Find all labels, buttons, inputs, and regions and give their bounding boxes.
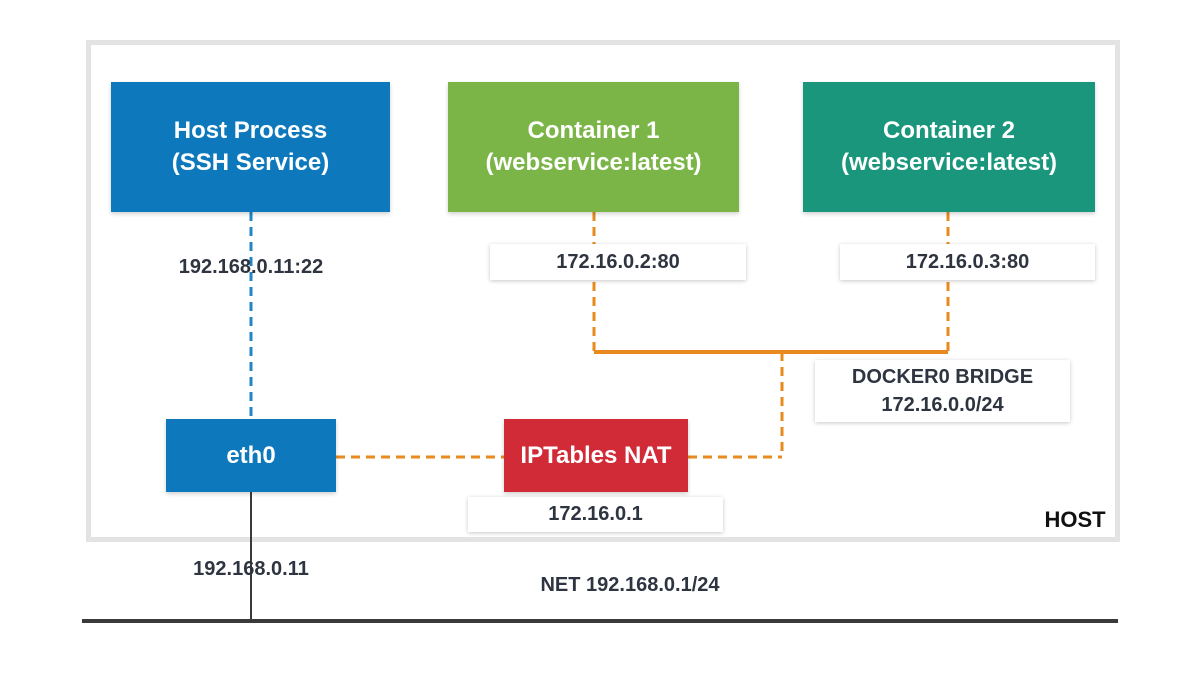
- docker0-bridge-subnet: 172.16.0.0/24: [881, 394, 1004, 416]
- container1-title: Container 1: [527, 117, 660, 144]
- container1-address: 172.16.0.2:80: [556, 250, 680, 273]
- container2-box: Container 2 (webservice:latest): [803, 82, 1095, 212]
- host-process-box: Host Process (SSH Service): [111, 82, 390, 212]
- container1-box: Container 1 (webservice:latest): [448, 82, 739, 212]
- container2-address: 172.16.0.3:80: [905, 250, 1030, 273]
- container1-subtitle: (webservice:latest): [485, 149, 702, 176]
- container2-address-chip: 172.16.0.3:80: [840, 244, 1095, 280]
- net-label: NET 192.168.0.1/24: [540, 574, 720, 596]
- host-process-title: Host Process: [173, 117, 328, 144]
- iptables-nat-box: IPTables NAT: [504, 419, 688, 492]
- eth0-address: 192.168.0.11: [193, 558, 309, 580]
- host-process-subtitle: (SSH Service): [171, 149, 330, 176]
- host-label: HOST: [1044, 507, 1106, 532]
- eth0-label: eth0: [226, 441, 276, 469]
- iptables-address-chip: 172.16.0.1: [468, 497, 723, 532]
- host-process-address: 192.168.0.11:22: [178, 256, 324, 278]
- iptables-address: 172.16.0.1: [548, 503, 643, 525]
- container2-title: Container 2: [882, 117, 1016, 144]
- container2-subtitle: (webservice:latest): [840, 149, 1058, 176]
- docker0-bridge-title: DOCKER0 BRIDGE: [851, 366, 1034, 388]
- eth0-box: eth0: [166, 419, 336, 492]
- iptables-nat-label: IPTables NAT: [520, 441, 672, 469]
- container1-address-chip: 172.16.0.2:80: [490, 244, 746, 280]
- docker0-bridge-chip: DOCKER0 BRIDGE 172.16.0.0/24: [815, 360, 1070, 422]
